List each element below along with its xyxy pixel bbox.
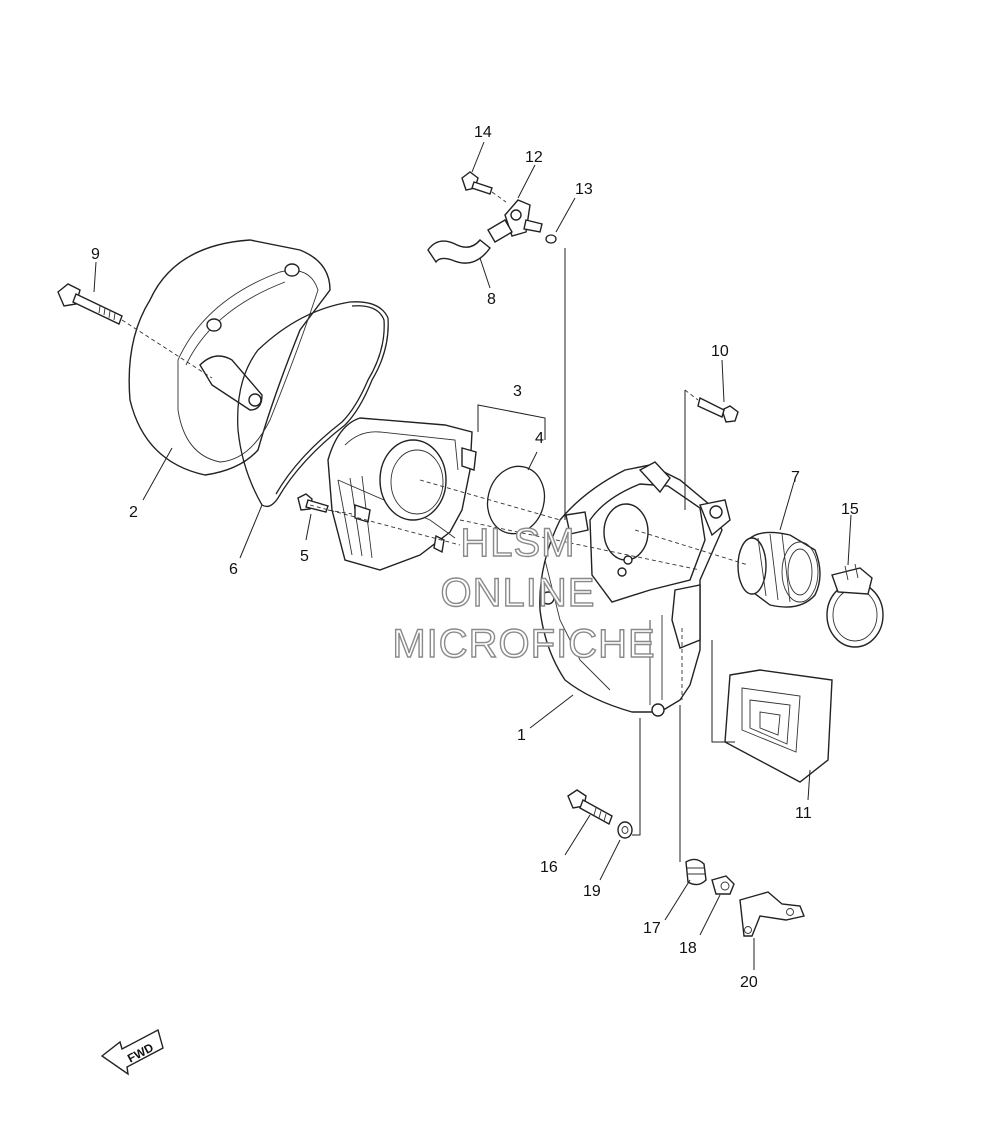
filter-pad-11 [711,640,833,783]
label-part-3: 3 [513,383,522,400]
label-part-10: 10 [711,343,729,360]
label-part-14: 14 [474,124,492,141]
label-part-11: 11 [795,805,812,822]
label-part-16: 16 [540,859,558,876]
label-part-1: 1 [517,727,526,744]
intake-joint-7 [737,531,821,608]
label-part-6: 6 [229,561,238,578]
bolt-9 [57,283,213,379]
hose-8 [427,239,491,264]
label-part-4: 4 [535,430,544,447]
washer-19 [617,718,641,839]
air-filter-case [539,461,731,717]
label-part-17: 17 [643,920,661,937]
watermark-line-2: ONLINE [441,571,596,615]
air-filter-cover [128,239,331,476]
part-number-labels: 1 2 3 4 5 6 7 8 9 10 11 12 13 14 15 16 1… [91,124,859,991]
label-part-20: 20 [740,974,758,991]
bolt-16 [567,789,613,826]
label-part-13: 13 [575,181,593,198]
part-3-bracket-lead [477,404,546,440]
air-filter-element [327,417,477,571]
assembly-lines [309,479,749,571]
watermark-line-3: MICROFICHE [392,622,655,666]
label-part-18: 18 [679,940,697,957]
label-part-15: 15 [841,501,859,518]
label-part-5: 5 [300,548,309,565]
grommet-17 [679,705,707,886]
label-part-19: 19 [583,883,601,900]
air-filter-seal [237,301,389,508]
screw-14 [461,171,507,203]
label-part-2: 2 [129,504,138,521]
label-part-9: 9 [91,246,100,263]
o-ring-4 [486,465,546,535]
label-part-12: 12 [525,149,543,166]
collar-18 [711,875,735,895]
watermark-line-1: HLSM [460,521,575,565]
label-part-7: 7 [791,469,800,486]
label-part-8: 8 [487,291,496,308]
bracket-20 [739,891,805,937]
fwd-direction-arrow: FWD [100,1028,164,1076]
watermark: HLSM ONLINE MICROFICHE [392,520,656,666]
clamp-15 [826,563,884,648]
screw-5 [297,493,353,515]
o-ring-13 [545,234,566,520]
leader-lines [93,141,852,970]
screw-10 [684,389,739,510]
breather-fitting-12 [487,199,543,243]
